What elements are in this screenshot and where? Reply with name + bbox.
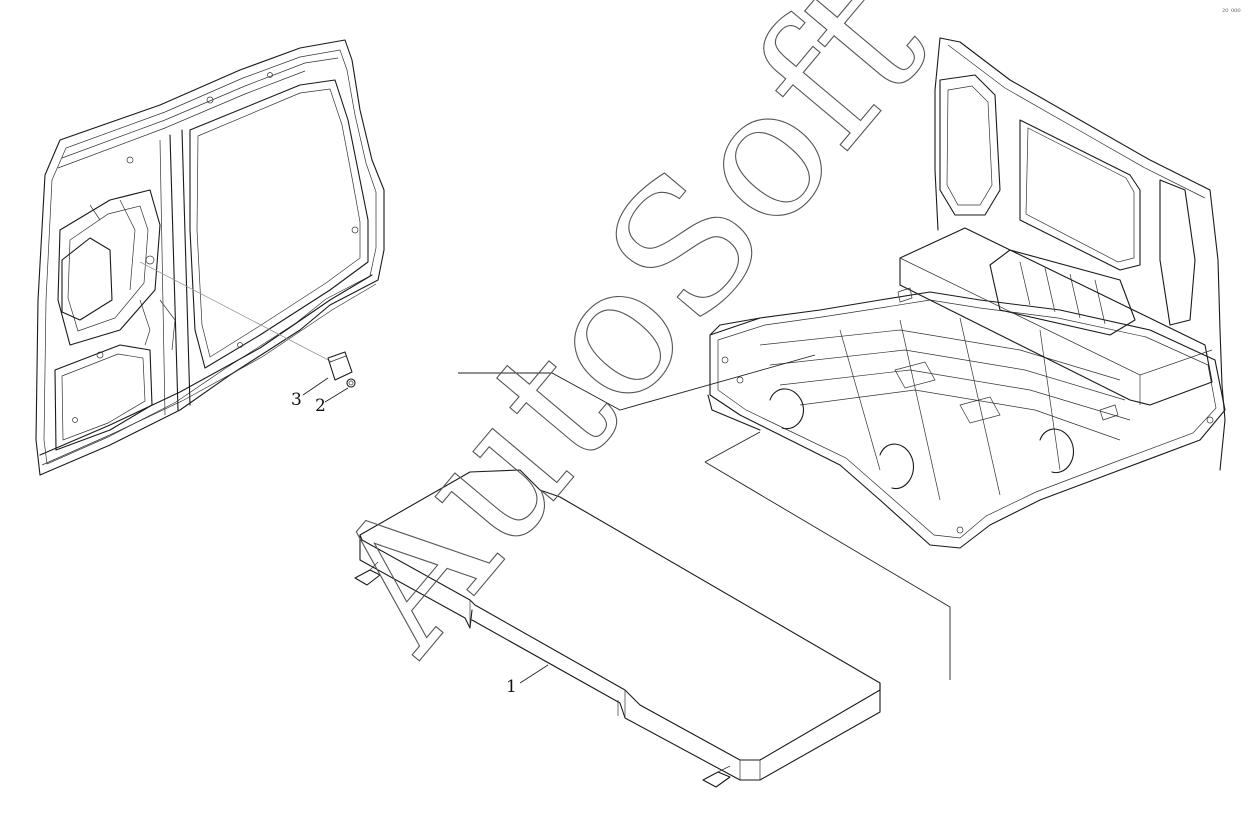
insulation-pad-part-1 bbox=[354, 469, 881, 788]
floor-assembly bbox=[707, 37, 1226, 549]
callout-2: 2 bbox=[315, 396, 326, 416]
bracket-part-3 bbox=[327, 351, 353, 381]
corner-mark: ₂₀ ₀₀₀ bbox=[1222, 5, 1241, 14]
leader-3 bbox=[302, 377, 329, 396]
callout-3: 3 bbox=[291, 390, 302, 410]
alignment-line bbox=[139, 261, 333, 363]
explode-line-lower bbox=[704, 431, 951, 680]
watermark-text: AutoSoft bbox=[292, 0, 966, 689]
side-wall-panel bbox=[35, 39, 385, 476]
callout-1: 1 bbox=[506, 677, 517, 697]
bolt-part-2 bbox=[346, 378, 356, 388]
leader-1 bbox=[519, 664, 549, 684]
explode-line-upper bbox=[458, 354, 816, 411]
leader-2 bbox=[324, 387, 349, 403]
watermark: AutoSoft bbox=[291, 0, 966, 690]
